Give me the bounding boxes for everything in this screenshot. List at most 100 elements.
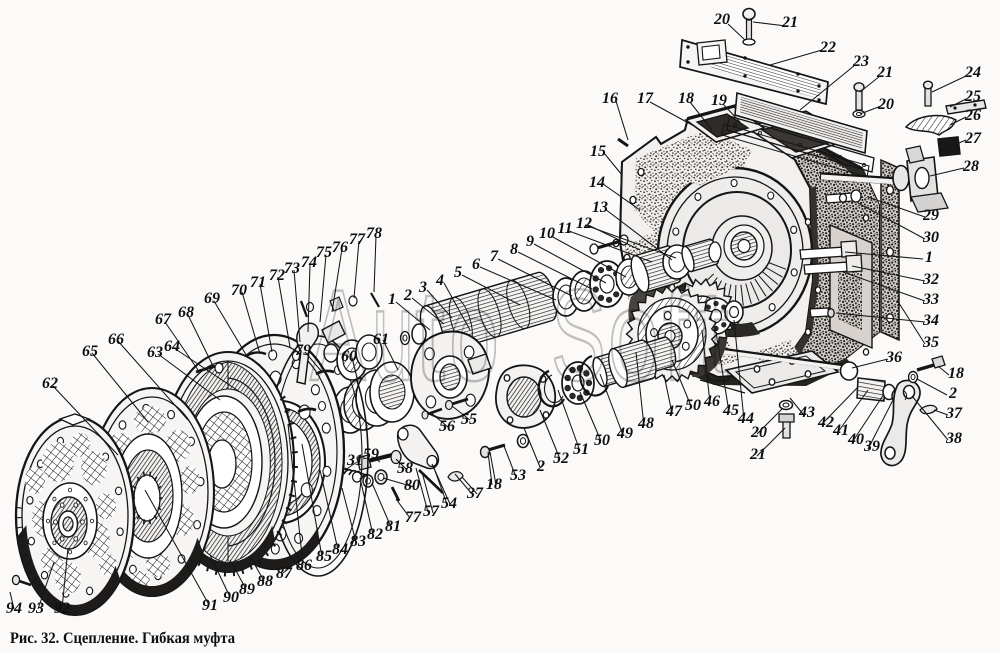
svg-text:64: 64 [164, 338, 180, 355]
svg-text:71: 71 [250, 274, 266, 291]
svg-text:80: 80 [404, 477, 420, 494]
svg-text:68: 68 [178, 304, 194, 321]
svg-text:57: 57 [423, 503, 440, 520]
svg-text:82: 82 [367, 526, 383, 543]
svg-text:26: 26 [964, 107, 981, 124]
svg-text:23: 23 [852, 53, 869, 70]
svg-text:73: 73 [284, 260, 300, 277]
svg-text:21: 21 [876, 64, 893, 81]
svg-text:20: 20 [750, 424, 767, 441]
svg-text:92: 92 [54, 600, 70, 617]
svg-text:9: 9 [526, 233, 534, 250]
svg-text:19: 19 [711, 92, 727, 109]
svg-text:42: 42 [817, 414, 834, 431]
svg-text:28: 28 [962, 158, 979, 175]
svg-text:2: 2 [948, 385, 957, 402]
svg-text:93: 93 [28, 600, 44, 617]
svg-text:15: 15 [590, 143, 606, 160]
svg-text:62: 62 [42, 375, 58, 392]
svg-text:47: 47 [665, 403, 683, 420]
svg-text:48: 48 [637, 415, 654, 432]
svg-text:83: 83 [350, 533, 366, 550]
svg-text:72: 72 [269, 267, 285, 284]
svg-text:8: 8 [510, 241, 518, 258]
svg-text:4: 4 [435, 272, 444, 289]
svg-text:79: 79 [295, 342, 311, 359]
svg-text:22: 22 [819, 39, 836, 56]
svg-text:88: 88 [257, 573, 273, 590]
svg-text:6: 6 [472, 256, 480, 273]
svg-text:58: 58 [397, 460, 413, 477]
svg-text:12: 12 [576, 215, 592, 232]
svg-text:94: 94 [6, 600, 22, 617]
svg-text:50: 50 [685, 397, 701, 414]
svg-text:77: 77 [349, 231, 366, 248]
svg-text:29: 29 [922, 207, 939, 224]
svg-text:30: 30 [922, 229, 939, 246]
svg-text:50: 50 [594, 432, 610, 449]
svg-text:18: 18 [486, 476, 502, 493]
svg-text:16: 16 [602, 90, 618, 107]
svg-text:A: A [310, 264, 366, 409]
svg-text:81: 81 [385, 518, 401, 535]
svg-text:5: 5 [454, 264, 462, 281]
svg-text:t: t [695, 263, 729, 408]
svg-text:11: 11 [557, 220, 572, 237]
svg-text:21: 21 [749, 446, 766, 463]
svg-text:27: 27 [964, 130, 982, 147]
svg-text:36: 36 [885, 349, 902, 366]
svg-text:55: 55 [461, 411, 477, 428]
svg-text:76: 76 [332, 239, 348, 256]
svg-text:41: 41 [832, 422, 849, 439]
svg-text:24: 24 [964, 64, 981, 81]
svg-text:65: 65 [82, 343, 98, 360]
svg-text:63: 63 [147, 344, 163, 361]
svg-text:84: 84 [332, 541, 348, 558]
svg-text:54: 54 [441, 495, 457, 512]
svg-text:87: 87 [276, 565, 293, 582]
svg-text:38: 38 [945, 430, 962, 447]
svg-text:1: 1 [388, 291, 396, 308]
svg-text:85: 85 [316, 548, 332, 565]
svg-text:17: 17 [637, 90, 654, 107]
svg-text:34: 34 [922, 312, 939, 329]
svg-text:21: 21 [781, 14, 798, 31]
svg-text:43: 43 [798, 404, 815, 421]
svg-text:74: 74 [301, 254, 317, 271]
svg-text:60: 60 [341, 348, 357, 365]
svg-text:89: 89 [239, 581, 255, 598]
svg-text:18: 18 [678, 90, 694, 107]
svg-text:f: f [663, 263, 689, 408]
svg-text:33: 33 [922, 291, 939, 308]
svg-text:70: 70 [231, 282, 247, 299]
svg-text:49: 49 [616, 425, 633, 442]
svg-text:86: 86 [296, 557, 312, 574]
svg-text:1: 1 [925, 249, 933, 266]
svg-text:25: 25 [964, 88, 981, 105]
svg-text:61: 61 [373, 331, 389, 348]
svg-text:59: 59 [363, 446, 379, 463]
svg-text:91: 91 [202, 597, 218, 614]
svg-text:37: 37 [466, 485, 484, 502]
svg-text:69: 69 [204, 290, 220, 307]
svg-text:20: 20 [713, 11, 730, 28]
svg-text:o: o [449, 263, 499, 408]
svg-text:51: 51 [573, 441, 589, 458]
svg-text:77: 77 [405, 509, 422, 526]
svg-text:45: 45 [722, 402, 739, 419]
svg-text:20: 20 [877, 96, 894, 113]
svg-text:52: 52 [553, 450, 569, 467]
svg-text:13: 13 [592, 199, 608, 216]
svg-text:46: 46 [703, 393, 720, 410]
svg-text:o: o [608, 262, 659, 408]
svg-text:39: 39 [863, 438, 880, 455]
svg-text:2: 2 [536, 458, 545, 475]
svg-text:18: 18 [948, 365, 964, 382]
svg-text:40: 40 [847, 431, 864, 448]
svg-text:35: 35 [922, 334, 939, 351]
svg-text:90: 90 [223, 589, 239, 606]
svg-text:53: 53 [510, 467, 526, 484]
svg-text:37: 37 [945, 405, 963, 422]
svg-text:32: 32 [922, 271, 939, 288]
svg-text:56: 56 [439, 418, 455, 435]
